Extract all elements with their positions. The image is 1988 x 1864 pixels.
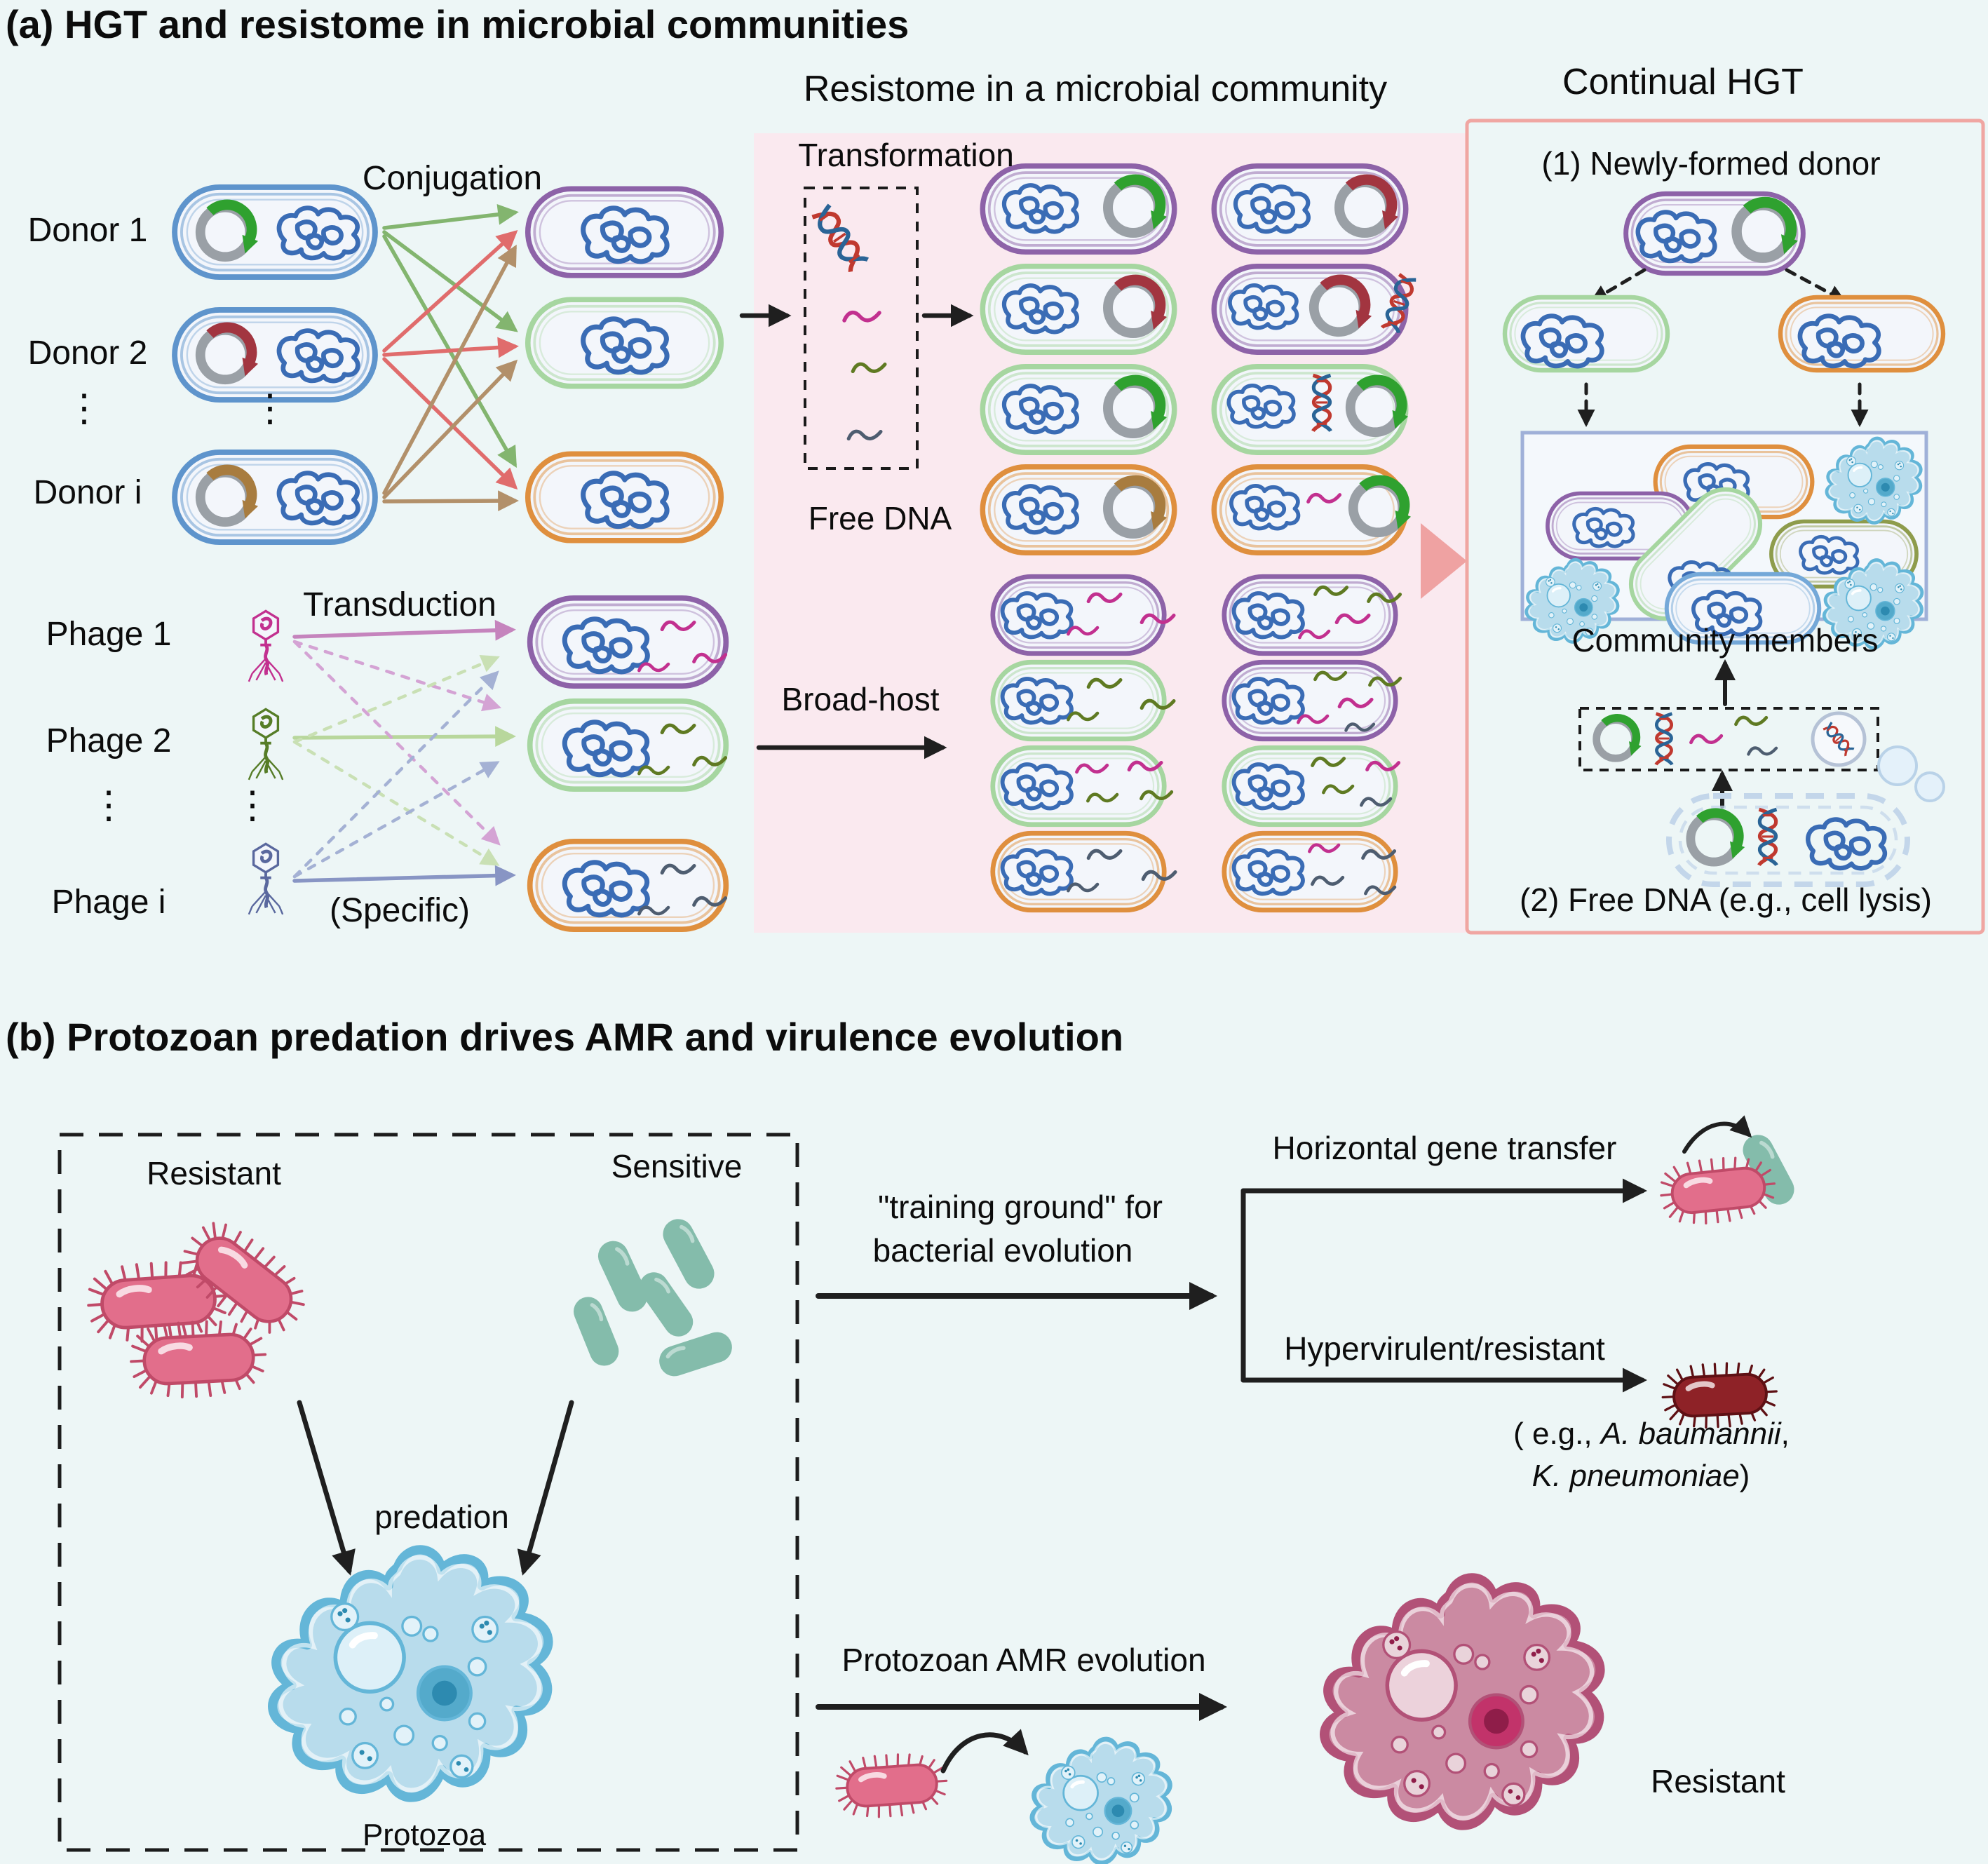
cell-green-red-plasmid — [982, 266, 1174, 353]
donor-ellipsis: ⋮ — [65, 387, 103, 429]
eg-comma: , — [1780, 1417, 1790, 1451]
donor-1-cell — [175, 187, 375, 277]
example-species-line1: ( e.g., A. baumannii, — [1424, 1417, 1879, 1451]
sensitive-label: Sensitive — [611, 1148, 743, 1184]
cell-orange-slate-genes — [993, 833, 1175, 910]
lysis-bubble-icon — [1914, 771, 1945, 802]
phage-2-label: Phage 2 — [46, 722, 172, 759]
cell-orange-squig-green-plasmid — [1214, 467, 1411, 553]
continual-hgt-title: Continual HGT — [1562, 62, 1804, 102]
community-members-box — [1520, 431, 1928, 648]
training-ground-line1: "training ground" for — [877, 1189, 1163, 1225]
specific-label: (Specific) — [329, 892, 471, 929]
transformation-label: Transformation — [798, 137, 1014, 173]
predation-label: predation — [374, 1499, 509, 1535]
panel-a-title: (a) HGT and resistome in microbial commu… — [6, 2, 910, 46]
engulfed-bacterium — [834, 1751, 949, 1820]
community-members-label: Community members — [1571, 622, 1879, 659]
new-recipient-orange — [1780, 297, 1943, 370]
transduction-arrows — [292, 619, 516, 886]
conjugation-recipient-purple — [528, 189, 722, 276]
protozoa-label: Protozoa — [362, 1818, 487, 1852]
transduction-label: Transduction — [303, 586, 496, 623]
lysing-cell — [1666, 745, 1945, 887]
eg-prefix: ( e.g., — [1513, 1417, 1601, 1451]
free-dna-label: Free DNA — [808, 500, 952, 536]
protozoan-amr-label: Protozoan AMR evolution — [841, 1642, 1206, 1678]
new-recipient-green — [1505, 297, 1668, 370]
example-species-line2: K. pneumoniae) — [1424, 1459, 1858, 1493]
transduction-recipient-orange — [530, 842, 726, 929]
sensitive-bacteria-group — [569, 1214, 736, 1380]
lysis-bubble-icon — [1877, 745, 1918, 786]
protozoa-pink-resistant — [1325, 1578, 1600, 1825]
donor-2-label: Donor 2 — [27, 335, 148, 372]
hgt-bacteria-pair — [1658, 1115, 1799, 1228]
species-k-pneumoniae: K. pneumoniae — [1531, 1459, 1740, 1493]
species-a-baumannii: A. baumannii — [1600, 1417, 1781, 1451]
phage-ellipsis-2: ⋮ — [234, 784, 271, 826]
cell-orange-mixed-genes — [1224, 833, 1395, 910]
panel-b-title: (b) Protozoan predation drives AMR and v… — [6, 1015, 1124, 1059]
donor-2-cell — [175, 310, 375, 400]
to-community-arrows — [1577, 382, 1869, 427]
predation-arrows — [297, 1400, 574, 1576]
phage-2-icon — [249, 709, 283, 780]
conjugation-recipient-green — [528, 299, 722, 386]
released-dna-box — [1578, 707, 1879, 771]
resistant-bacteria-group — [86, 1210, 318, 1400]
resistant-label: Resistant — [147, 1155, 281, 1191]
conjugation-arrows — [382, 204, 519, 512]
eg-paren: ) — [1739, 1459, 1750, 1493]
hypervirulent-label: Hypervirulent/resistant — [1284, 1330, 1605, 1367]
resistant-protozoan-label: Resistant — [1651, 1763, 1785, 1799]
protozoa-blue-large — [273, 1550, 548, 1797]
transduction-recipient-green — [530, 701, 726, 789]
cell-purple-pink-genes — [993, 576, 1174, 654]
cell-green-mixed-genes — [1224, 748, 1399, 825]
gene-transfer-curved-arrow — [1682, 1115, 1752, 1154]
cell-purple-mixed-genes-2 — [1224, 662, 1400, 739]
cell-purple-green-plasmid — [982, 166, 1174, 252]
free-dna-box — [804, 187, 919, 470]
newly-formed-donor-cell — [1626, 194, 1804, 273]
phage-ellipsis: ⋮ — [90, 784, 128, 826]
continual-hgt-box — [1465, 119, 1985, 935]
evolution-flow-lines — [816, 1178, 1647, 1721]
ingestion-curved-arrow — [940, 1729, 1029, 1774]
phage-i-label: Phage i — [51, 884, 166, 921]
cell-green-green-plasmid — [982, 367, 1174, 453]
flow-triangle-arrow — [1421, 523, 1467, 599]
donor-ellipsis-2: ⋮ — [251, 387, 289, 429]
cell-purple-red-plasmid — [1214, 166, 1405, 252]
resistome-title: Resistome in a microbial community — [803, 69, 1388, 109]
donor-i-label: Donor i — [33, 474, 142, 511]
cell-purple-red-plasmid-dna — [1214, 266, 1416, 353]
training-ground-line2: bacterial evolution — [872, 1232, 1133, 1269]
horizontal-gene-transfer-label: Horizontal gene transfer — [1272, 1130, 1617, 1166]
conjugation-label: Conjugation — [362, 160, 543, 197]
free-dna-lysis-label: (2) Free DNA (e.g., cell lysis) — [1520, 882, 1932, 918]
protozoa-blue-small — [1032, 1739, 1170, 1863]
phage-1-label: Phage 1 — [46, 616, 172, 653]
broad-host-label: Broad-host — [781, 681, 940, 717]
conjugation-recipient-orange — [528, 454, 722, 541]
donor-i-cell — [175, 452, 375, 542]
predation-experiment-box — [58, 1133, 799, 1852]
donor-1-label: Donor 1 — [27, 212, 148, 249]
transformation-flow-arrows — [739, 304, 974, 759]
cell-green-pink-olive-genes — [993, 748, 1172, 825]
transduction-recipient-purple — [530, 598, 726, 686]
cell-green-olive-genes — [993, 662, 1174, 739]
cell-green-dna-green-plasmid — [1214, 367, 1408, 453]
cell-purple-mixed-genes — [1224, 576, 1400, 654]
newly-formed-donor-label: (1) Newly-formed donor — [1541, 145, 1881, 182]
